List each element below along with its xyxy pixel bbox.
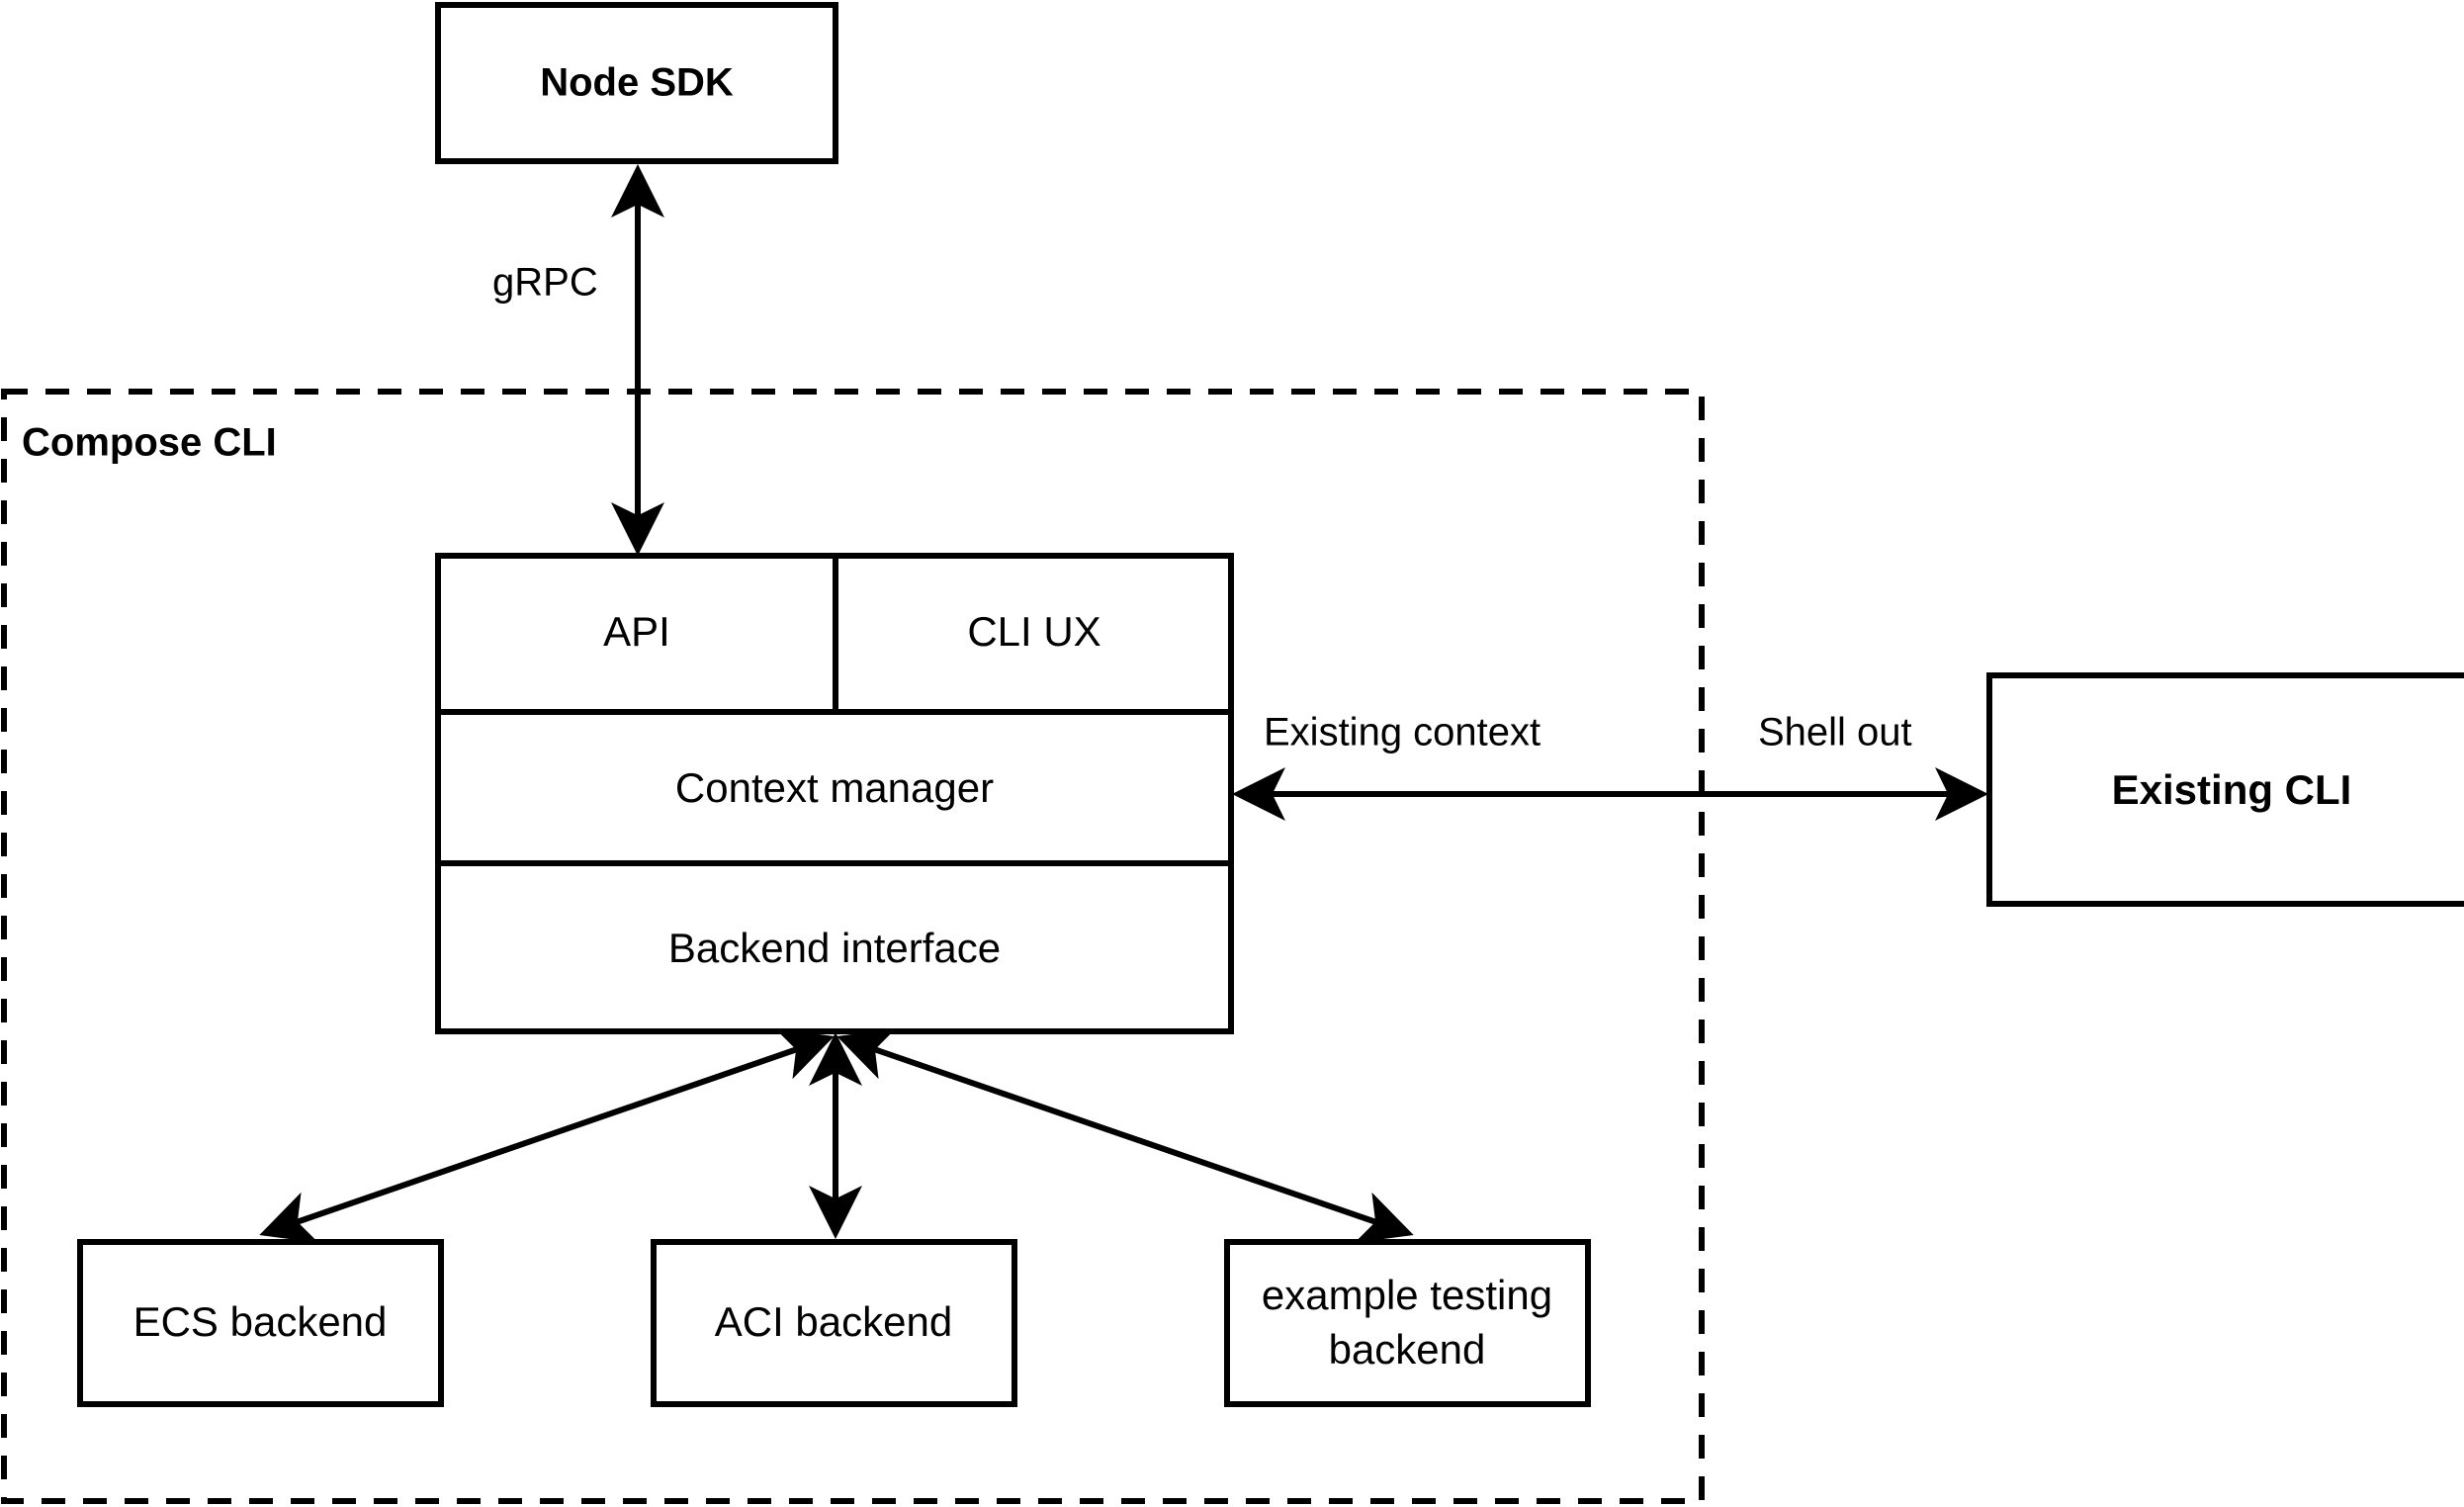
aci-backend-box bbox=[651, 1239, 1017, 1407]
shell-out-edge-label: Shell out bbox=[1758, 711, 1912, 754]
compose-cli-group-boundary bbox=[1, 389, 1705, 1504]
existing-cli-label: Existing CLI bbox=[2112, 766, 2352, 813]
compose-cli-group-label: Compose CLI bbox=[22, 421, 277, 465]
example-testing-backend-box bbox=[1224, 1239, 1591, 1407]
existing-cli-box bbox=[1986, 672, 2464, 907]
grpc-edge-label: gRPC bbox=[492, 261, 598, 305]
existing-context-edge-label: Existing context bbox=[1264, 711, 1540, 754]
backend-example-connector bbox=[836, 1028, 1414, 1243]
backend-ecs-connector bbox=[259, 1028, 835, 1243]
aci-backend-label: ACI backend bbox=[715, 1298, 952, 1345]
ecs-backend-label: ECS backend bbox=[133, 1298, 388, 1345]
backend-interface-label: Backend interface bbox=[668, 925, 1001, 971]
cli-ux-label: CLI UX bbox=[967, 608, 1100, 655]
node-sdk-label: Node SDK bbox=[540, 61, 734, 105]
context-manager-label: Context manager bbox=[675, 764, 994, 811]
node-sdk-box bbox=[435, 2, 838, 164]
api-label: API bbox=[603, 608, 670, 655]
example-testing-backend-label-line2: backend bbox=[1329, 1326, 1486, 1373]
example-testing-backend-label-line1: example testing bbox=[1262, 1272, 1552, 1318]
ecs-backend-box bbox=[77, 1239, 444, 1407]
